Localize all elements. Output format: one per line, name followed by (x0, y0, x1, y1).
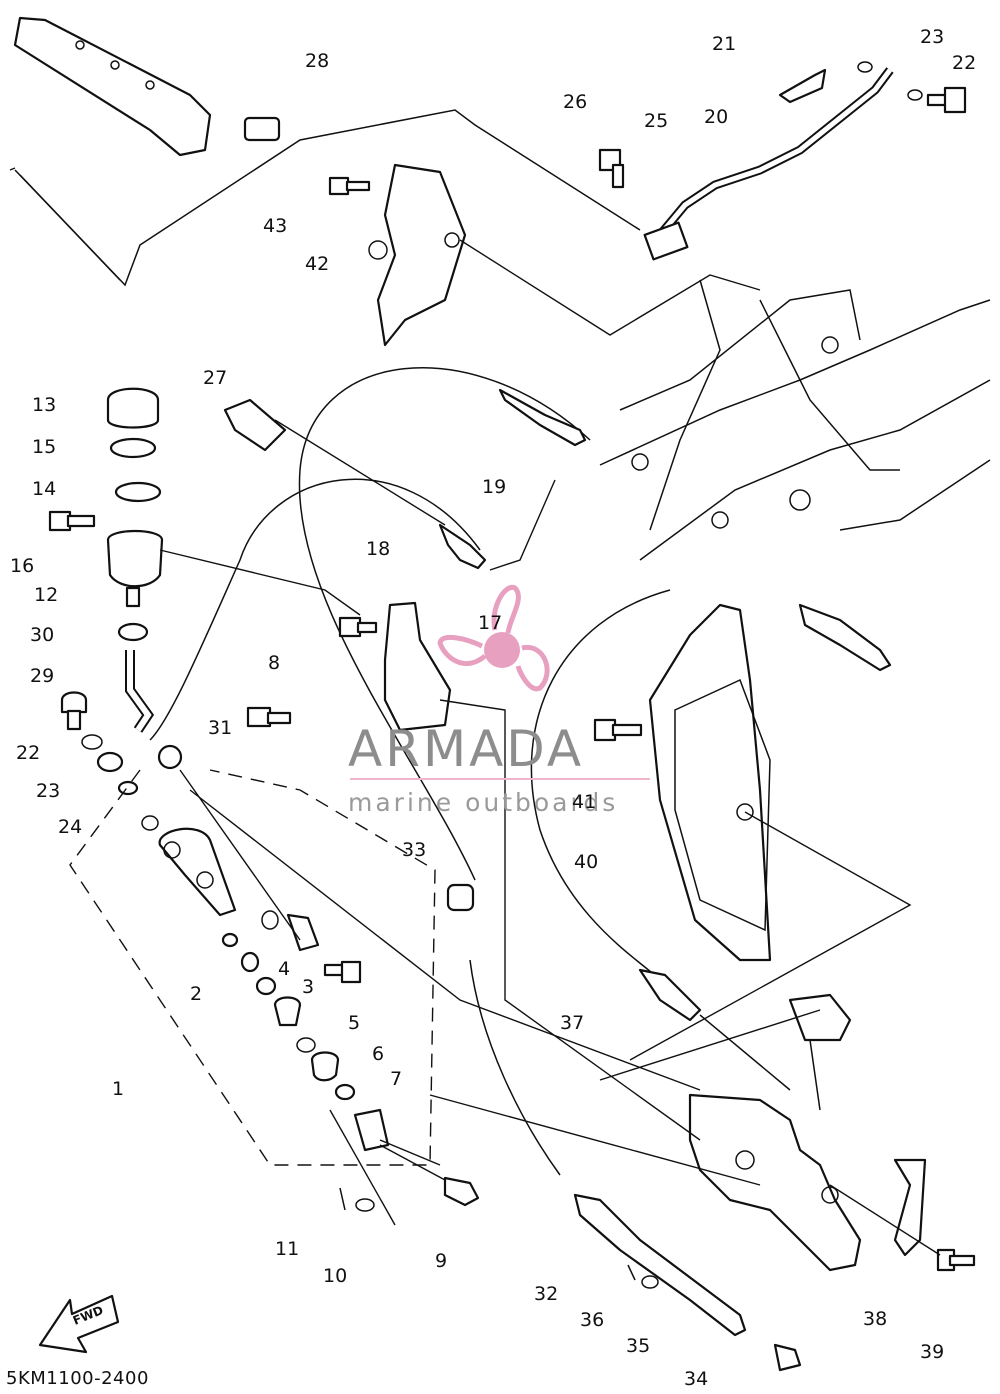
watermark-divider (350, 778, 650, 780)
callout-35: 35 (626, 1335, 651, 1357)
bolt-22-left (60, 691, 88, 714)
boot-31 (157, 744, 183, 770)
fwd-arrow-icon: FWD (38, 1294, 120, 1354)
callout-18: 18 (366, 538, 391, 560)
plate-3 (286, 913, 320, 952)
callout-10: 10 (323, 1265, 348, 1287)
callout-43: 43 (263, 215, 288, 237)
callout-21: 21 (712, 33, 737, 55)
callout-13: 13 (32, 394, 57, 416)
callout-33: 33 (402, 839, 427, 861)
callout-5: 5 (348, 1012, 361, 1034)
master-cylinder-assy-box (69, 769, 436, 1166)
callout-29: 29 (30, 665, 55, 687)
callout-28: 28 (305, 50, 330, 72)
propeller-logo-icon (437, 584, 550, 692)
clevis-7 (353, 1108, 390, 1152)
guard-42 (376, 163, 467, 347)
diaphragm-14 (114, 481, 162, 503)
callout-14: 14 (32, 478, 57, 500)
master-cylinder-body (158, 827, 237, 917)
callout-9: 9 (435, 1250, 448, 1272)
callout-27: 27 (203, 367, 228, 389)
bolt-8 (246, 706, 272, 728)
clip-28 (243, 116, 281, 142)
callout-17: 17 (478, 612, 503, 634)
callout-37: 37 (560, 1012, 585, 1034)
peg-top (788, 993, 852, 1042)
watermark-subtitle: marine outboards (348, 788, 619, 817)
callout-11: 11 (275, 1238, 300, 1260)
callout-25: 25 (644, 110, 669, 132)
callout-1: 1 (112, 1078, 125, 1100)
callout-4: 4 (278, 958, 291, 980)
clamp-21 (778, 68, 827, 104)
callout-3: 3 (302, 976, 315, 998)
cable-end-19 (438, 523, 487, 570)
pin-9 (443, 1176, 480, 1207)
callout-22-left: 22 (16, 742, 41, 764)
callout-26: 26 (563, 91, 588, 113)
pedal-arm-17 (383, 601, 452, 732)
callout-15: 15 (32, 436, 57, 458)
reservoir-cap-13 (106, 387, 160, 429)
callout-31: 31 (208, 717, 233, 739)
callout-16: 16 (10, 555, 35, 577)
callout-7: 7 (390, 1068, 403, 1090)
hose-clip-30 (117, 622, 149, 642)
callout-32: 32 (534, 1283, 559, 1305)
callout-12: 12 (34, 584, 59, 606)
clip-24 (117, 780, 139, 796)
reservoir-tank-12 (106, 530, 164, 588)
bolt-43 (328, 176, 350, 196)
cable-32 (573, 1193, 747, 1337)
diagram-code: 5KM1100-2400 (6, 1368, 149, 1389)
callout-38: 38 (863, 1308, 888, 1330)
callout-22-top: 22 (952, 52, 977, 74)
protector-40 (648, 603, 772, 962)
frame-bracket (13, 16, 212, 157)
callout-40: 40 (574, 851, 599, 873)
callout-6: 6 (372, 1043, 385, 1065)
watermark-brand: ARMADA (348, 720, 585, 778)
callout-23-left: 23 (36, 780, 61, 802)
plate-15 (109, 437, 157, 459)
pin-34 (773, 1343, 802, 1372)
cable-37 (638, 968, 702, 1022)
callout-36: 36 (580, 1309, 605, 1331)
union-bolt-fitting (643, 221, 689, 261)
plate-38 (893, 1158, 927, 1257)
callout-19: 19 (482, 476, 507, 498)
grommet-33 (446, 883, 475, 912)
armada-watermark: ARMADA marine outboards (330, 578, 670, 818)
hose-20 (656, 67, 894, 238)
callout-2: 2 (190, 983, 203, 1005)
callout-8: 8 (268, 652, 281, 674)
footrest-bracket (688, 1093, 862, 1272)
callout-24: 24 (58, 816, 83, 838)
callout-23-top: 23 (920, 26, 945, 48)
nut-6 (334, 1083, 356, 1101)
callout-34: 34 (684, 1368, 709, 1390)
callout-20: 20 (704, 106, 729, 128)
callout-30: 30 (30, 624, 55, 646)
clip-27 (223, 398, 287, 452)
callout-42: 42 (305, 253, 330, 275)
callout-39: 39 (920, 1341, 945, 1363)
brake-pipe-26 (14, 109, 641, 287)
callout-41: 41 (572, 791, 597, 813)
